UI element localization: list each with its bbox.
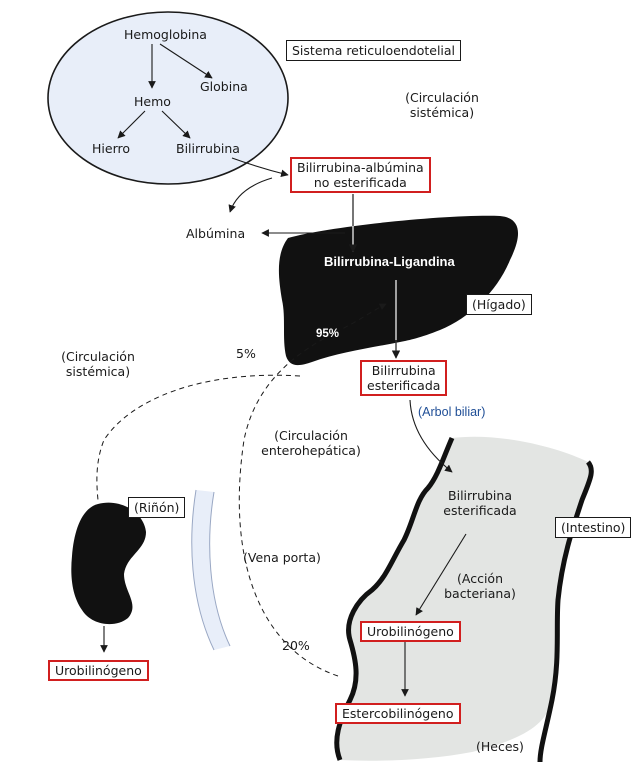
vena-porta-line1: [191, 489, 215, 651]
arrow-bilirrubina-to-albumina-box: [231, 157, 289, 178]
arrow-hemo-bilirrubina: [161, 110, 191, 139]
arrow-arbol-biliar: [409, 399, 453, 473]
circ-left-line2: sistémica): [65, 364, 131, 379]
sistema-reticuloendotelial-box: Sistema reticuloendotelial: [286, 40, 462, 61]
intestine-wall-right: [537, 460, 594, 763]
intestino-box: (Intestino): [555, 517, 631, 538]
bili-est-int-line2: esterificada: [443, 503, 517, 518]
label-bilirrubina-esterificada-intestine: Bilirrubina esterificada: [430, 488, 530, 518]
label-20-percent: 20%: [282, 638, 310, 653]
label-heces: (Heces): [476, 739, 524, 754]
label-accion-bacteriana: (Acción bacteriana): [440, 571, 520, 601]
urobilinogeno-kidney-box: Urobilinógeno: [48, 660, 149, 681]
arrow-albumina-curve: [228, 177, 273, 213]
reticuloendothelial-circle: [47, 11, 289, 185]
higado-box: (Hígado): [466, 294, 532, 315]
vena-porta-band: [191, 490, 230, 650]
rinon-box: (Riñón): [128, 497, 186, 518]
bili-alb-line1: Bilirrubina-albúmina: [297, 160, 424, 175]
liver-shape: [278, 215, 519, 366]
label-95-percent: 95%: [316, 328, 340, 340]
bilirrubina-albumina-box: Bilirrubina-albúmina no esterificada: [290, 157, 431, 193]
bili-alb-line2: no esterificada: [313, 175, 407, 190]
bilirrubina-esterificada-liver-box: Bilirrubina esterificada: [360, 360, 448, 396]
arrow-bilirrubina-to-urobilinogeno: [415, 533, 467, 616]
circ-entero-line2: enterohepática): [261, 443, 361, 458]
intestine-shape: [336, 436, 592, 761]
label-globina: Globina: [200, 79, 248, 94]
label-albumina: Albúmina: [186, 226, 246, 241]
urobilinogeno-intestine-box: Urobilinógeno: [360, 621, 461, 642]
label-circulacion-sistemica-top: (Circulación sistémica): [402, 90, 482, 120]
kidney-shape: [71, 502, 146, 625]
label-arbol-biliar: (Arbol biliar): [418, 405, 486, 419]
dashed-systemic-to-kidney: [96, 374, 301, 501]
label-vena-porta: (Vena porta): [243, 550, 321, 565]
estercobilinogeno-box: Estercobilinógeno: [335, 703, 461, 724]
circ-left-line1: (Circulación: [61, 349, 135, 364]
arrow-hemoglobina-globina: [159, 43, 213, 79]
accion-line2: bacteriana): [444, 586, 516, 601]
vena-porta-line2: [209, 491, 231, 647]
label-hemoglobina: Hemoglobina: [124, 27, 207, 42]
label-circulacion-sistemica-left: (Circulación sistémica): [58, 349, 138, 379]
intestine-wall-left: [334, 436, 455, 761]
label-hemo: Hemo: [134, 94, 171, 109]
label-bilirrubina-circle: Bilirrubina: [176, 141, 240, 156]
circ-top-line1: (Circulación: [405, 90, 479, 105]
label-hierro: Hierro: [92, 141, 130, 156]
arrow-hemo-hierro: [117, 110, 146, 139]
circ-entero-line1: (Circulación: [274, 428, 348, 443]
circ-top-line2: sistémica): [409, 105, 475, 120]
bili-est-liver-line1: Bilirrubina: [371, 363, 436, 378]
bili-est-int-line1: Bilirrubina: [448, 488, 512, 503]
bili-est-liver-line2: esterificada: [367, 378, 441, 393]
accion-line1: (Acción: [457, 571, 503, 586]
label-bilirrubina-ligandina: Bilirrubina-Ligandina: [324, 254, 455, 269]
label-5-percent: 5%: [236, 346, 256, 361]
label-circulacion-enterohepatica: (Circulación enterohepática): [256, 428, 366, 458]
